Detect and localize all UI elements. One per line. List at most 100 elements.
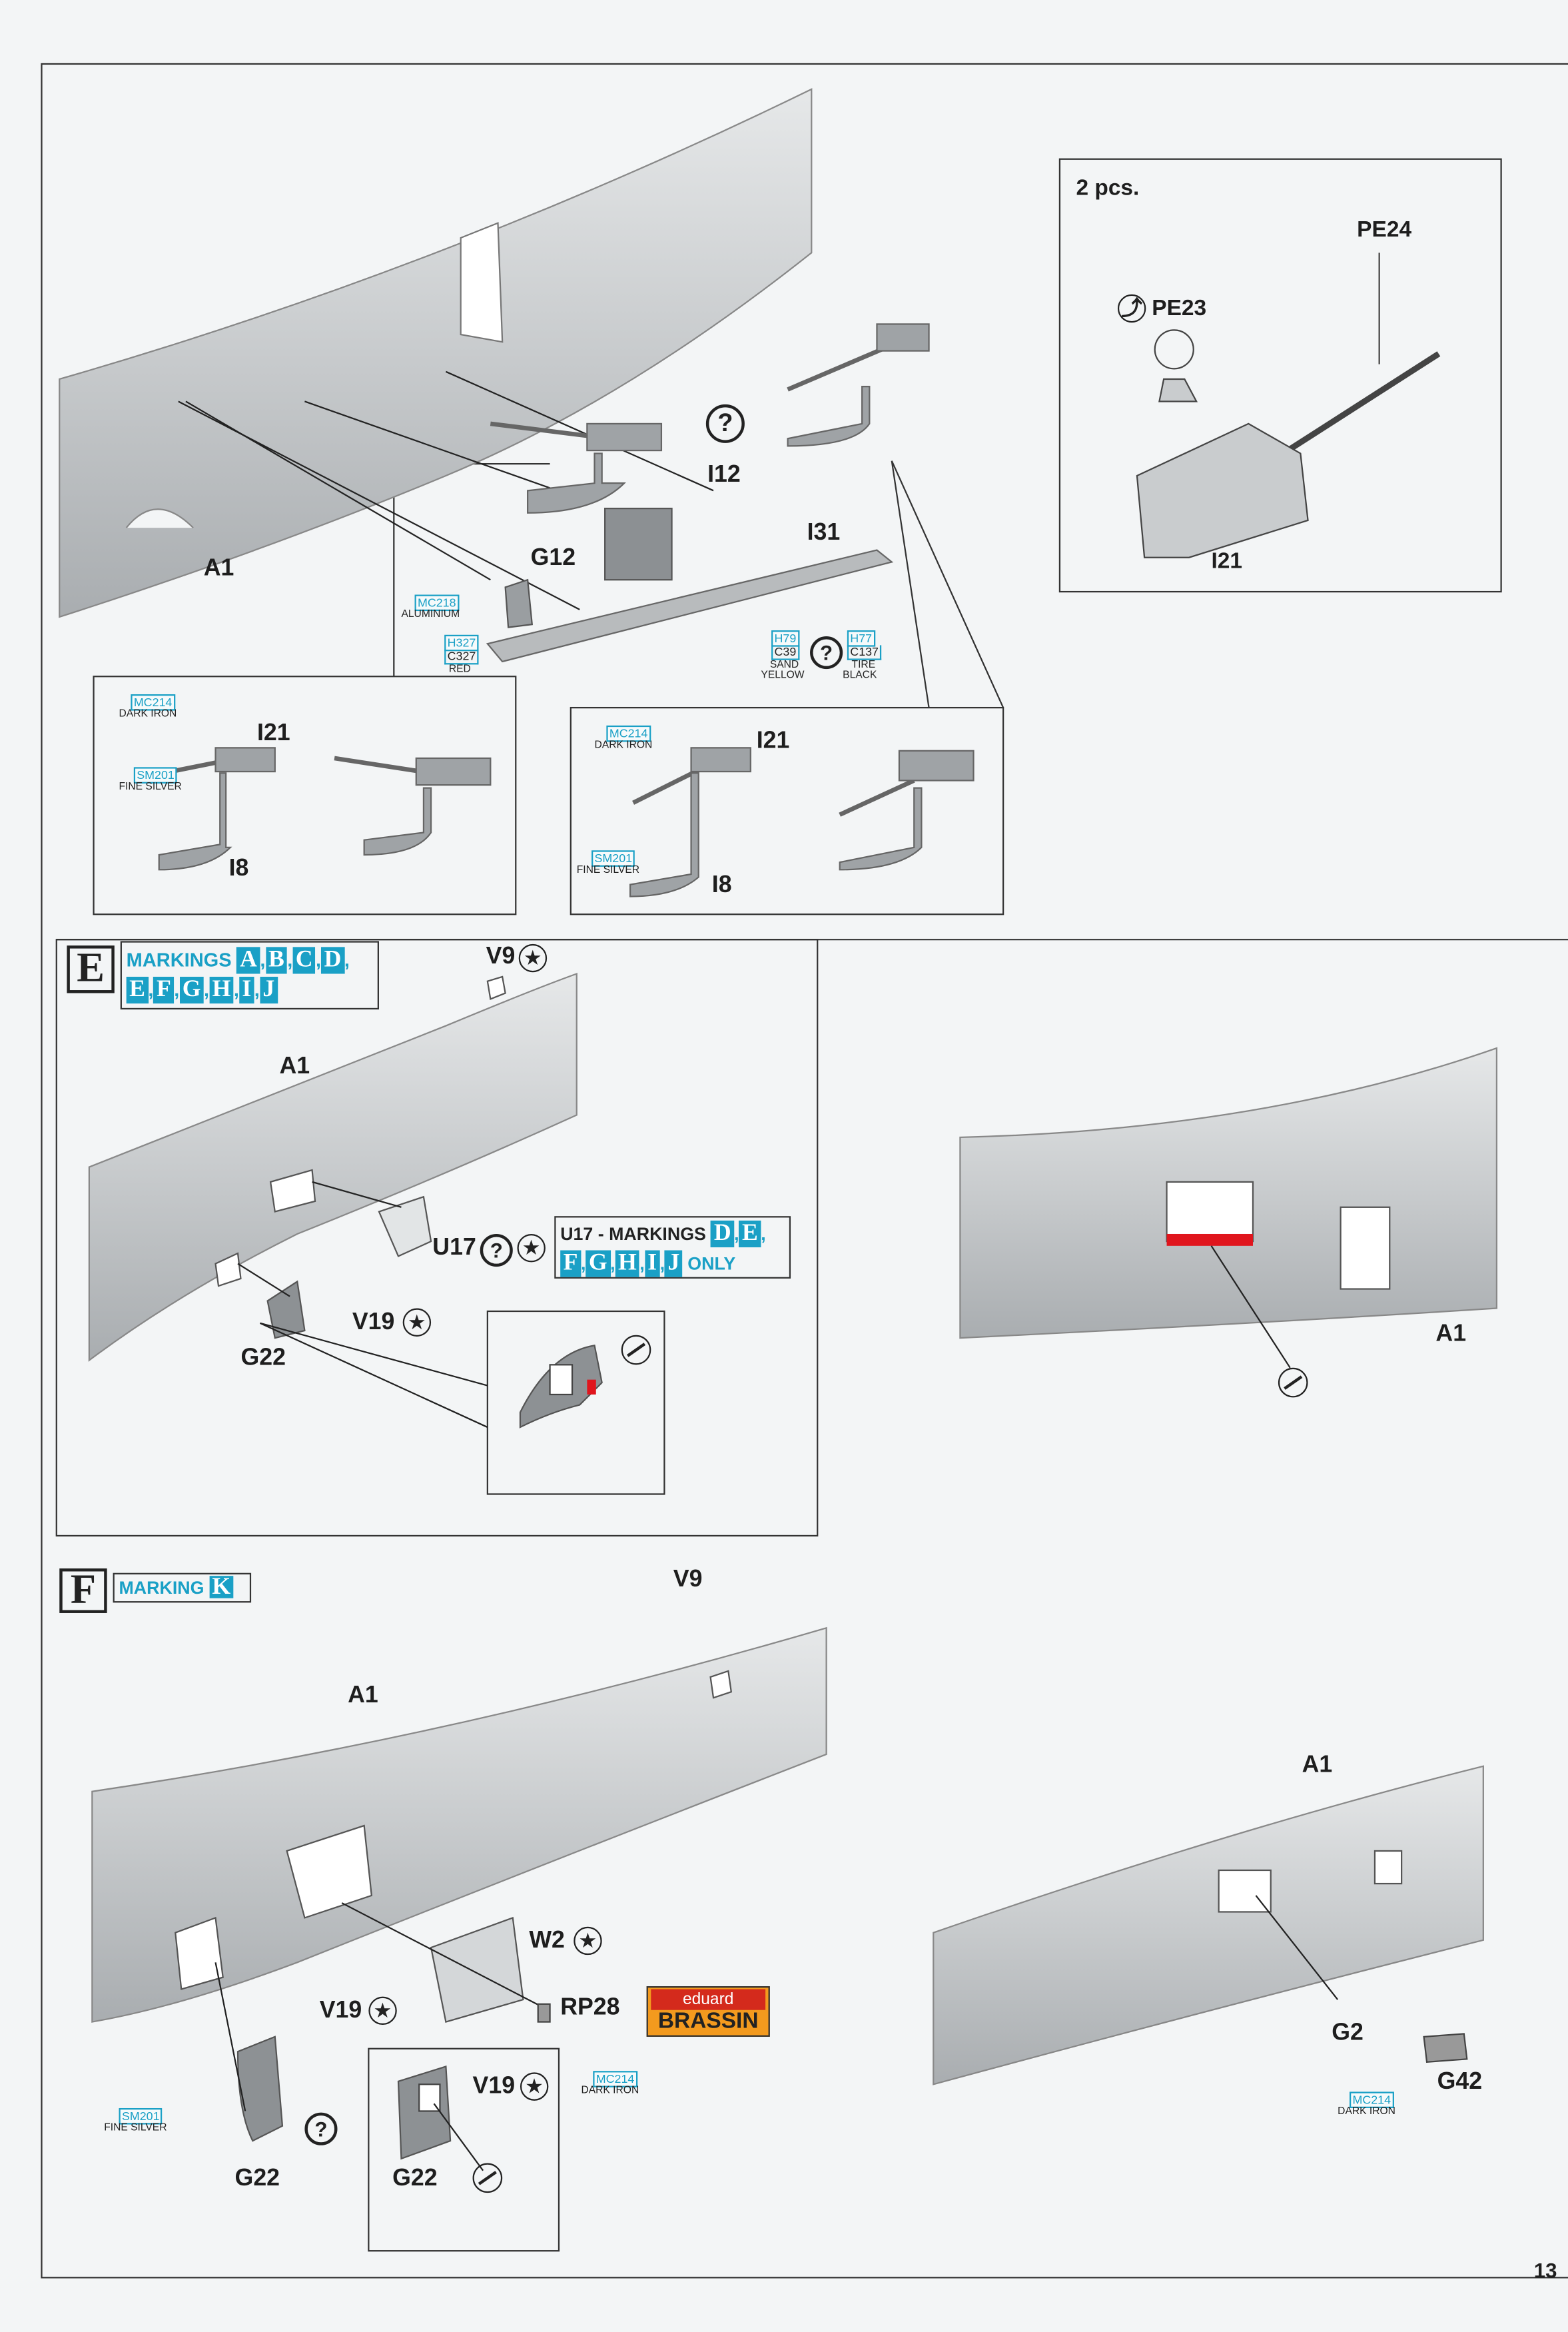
- unknown-symbol-icon: ?: [810, 636, 843, 670]
- unknown-symbol-icon: ?: [480, 1233, 513, 1267]
- paint-name-dark-iron: DARK IRON: [581, 2085, 639, 2097]
- brassin-logo: eduard BRASSIN: [646, 1986, 770, 2037]
- paint-name-dark-iron: DARK IRON: [594, 740, 653, 751]
- label-pe23: PE23: [1152, 296, 1207, 321]
- unknown-symbol-icon: ?: [304, 2112, 338, 2145]
- marking-chip: J: [665, 1250, 683, 1277]
- paint-code-mc218: MC218: [414, 594, 460, 612]
- label-i21: I21: [257, 721, 290, 747]
- label-i8: I8: [228, 856, 249, 882]
- marking-chip: C: [292, 947, 316, 974]
- marking-chip: D: [711, 1220, 735, 1248]
- clear-part-star-icon: ★: [518, 943, 548, 973]
- brassin-logo-top: eduard: [651, 1989, 766, 2010]
- inset-right-frame: [570, 706, 1004, 915]
- paint-name-dark-iron: DARK IRON: [119, 709, 177, 720]
- pieces-count: 2 pcs.: [1076, 175, 1140, 201]
- step-e-letter: E: [67, 945, 115, 993]
- marking-chip: I: [238, 976, 254, 1004]
- gun-right: [787, 323, 930, 447]
- marking-chip: H: [209, 976, 234, 1004]
- fuselage-a1-e: [88, 972, 578, 1362]
- part-i31: [486, 549, 894, 663]
- step-f-letter: F: [59, 1568, 107, 1613]
- label-v19: V19: [319, 1998, 362, 2024]
- f-detail-frame: [368, 2047, 560, 2252]
- paint-code-h327: H327: [444, 634, 479, 652]
- paint-code-mc214: MC214: [593, 2071, 637, 2087]
- label-v9: V9: [673, 1566, 703, 1592]
- marking-chip: F: [153, 976, 175, 1004]
- fuselage-a1-f: [91, 1626, 827, 2023]
- paint-name-yellow: YELLOW: [761, 670, 805, 681]
- markings-label: MARKINGS: [126, 948, 232, 971]
- label-v19: V19: [352, 1309, 395, 1335]
- paint-code-mc214: MC214: [606, 725, 651, 742]
- paint-name-fine-silver: FINE SILVER: [104, 2123, 167, 2133]
- unknown-symbol-icon: ?: [705, 404, 745, 443]
- paint-name-fine-silver: FINE SILVER: [576, 865, 640, 876]
- label-i8: I8: [711, 872, 732, 898]
- label-i21: I21: [756, 728, 790, 754]
- paint-code-mc214: MC214: [1350, 2091, 1394, 2108]
- label-u17: U17: [432, 1235, 476, 1261]
- marking-chip: G: [179, 976, 204, 1004]
- marking-chip: E: [126, 976, 149, 1004]
- paint-name-tire: TIRE: [851, 660, 876, 671]
- clear-part-star-icon: ★: [517, 1233, 546, 1263]
- label-a1: A1: [348, 1682, 378, 1708]
- part-g42: [1423, 2033, 1468, 2063]
- step-e-frame: [55, 939, 819, 1537]
- part-u17: [378, 1195, 432, 1257]
- gun-g12: [490, 421, 663, 514]
- marking-chip: D: [321, 947, 344, 974]
- paint-code-mc214: MC214: [131, 694, 175, 711]
- label-g22: G22: [240, 1345, 286, 1371]
- remove-icon: [472, 2163, 503, 2193]
- label-a1: A1: [279, 1053, 310, 1079]
- paint-code-sm201: SM201: [591, 850, 635, 867]
- paint-code-c137: C137: [847, 645, 882, 660]
- label-g42: G42: [1437, 2069, 1483, 2095]
- label-g22: G22: [234, 2166, 280, 2191]
- marking-label: MARKING: [119, 1577, 204, 1598]
- label-a1-right: A1: [1302, 1752, 1333, 1778]
- marking-chip: A: [236, 947, 260, 974]
- u17-note-prefix: U17 - MARKINGS: [560, 1223, 706, 1245]
- label-i21: I21: [1211, 548, 1243, 574]
- part-i12: [604, 507, 673, 581]
- label-pe24: PE24: [1357, 217, 1412, 243]
- label-w2: W2: [529, 1928, 565, 1954]
- label-i12: I12: [707, 462, 741, 488]
- paint-code-h79: H79: [771, 630, 799, 647]
- paint-code-c327: C327: [444, 650, 479, 665]
- label-g2: G2: [1332, 2020, 1364, 2046]
- label-v19: V19: [472, 2073, 516, 2099]
- markings-box-e: MARKINGS A,B,C,D,E,F,G,H,I,J: [120, 941, 379, 1010]
- remove-icon: [1278, 1367, 1308, 1398]
- paint-name-fine-silver: FINE SILVER: [119, 782, 182, 793]
- page-frame: [41, 63, 1568, 2279]
- paint-name-red: RED: [448, 664, 471, 676]
- marking-chip: I: [644, 1250, 660, 1277]
- paint-code-sm201: SM201: [119, 2107, 163, 2125]
- paint-name-sand: SAND: [769, 660, 799, 671]
- marking-chip: H: [615, 1250, 640, 1277]
- marking-chip: E: [739, 1220, 761, 1248]
- label-v9: V9: [486, 943, 516, 969]
- marking-chip: G: [586, 1250, 611, 1277]
- label-rp28: RP28: [560, 1995, 620, 2021]
- label-i31: I31: [807, 520, 841, 546]
- marking-chip: F: [560, 1250, 581, 1277]
- inset-left-frame: [93, 676, 517, 915]
- marking-chip: K: [208, 1575, 234, 1599]
- paint-code-c39: C39: [771, 645, 799, 660]
- marking-chip: B: [265, 947, 288, 974]
- part-w2: [430, 1916, 524, 2023]
- paint-code-h77: H77: [847, 630, 875, 647]
- paint-name-dark-iron: DARK IRON: [1338, 2106, 1395, 2117]
- clear-part-star-icon: ★: [402, 1308, 432, 1337]
- paint-name-black: BLACK: [843, 670, 877, 681]
